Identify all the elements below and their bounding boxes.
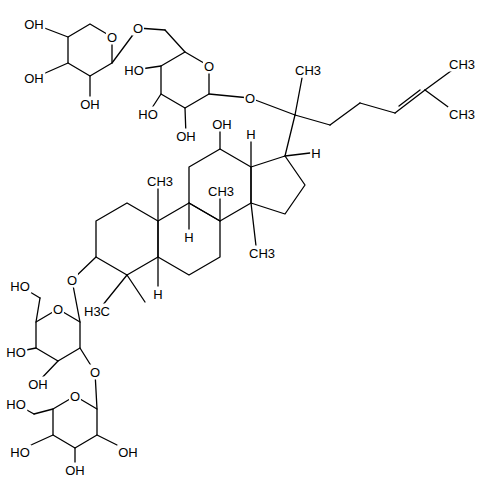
atom-label: CH3 <box>448 107 476 122</box>
atom-label: O <box>89 365 101 380</box>
atom-label: HO <box>9 279 31 294</box>
sugar-ring <box>36 309 80 361</box>
atom-label: O <box>203 59 215 74</box>
atom-label: CH3 <box>294 63 322 78</box>
atom-label: OH <box>64 462 86 477</box>
atom-label: O <box>244 91 256 106</box>
ring-d <box>251 156 305 214</box>
atom-label: OH <box>23 71 45 86</box>
atom-label: OH <box>27 377 49 392</box>
atom-label: HO <box>5 345 27 360</box>
atom-label: OH <box>117 445 139 460</box>
bond-lines <box>16 24 455 471</box>
ring-c <box>189 149 251 221</box>
atom-label: H <box>152 287 163 302</box>
atom-label: OH <box>211 117 233 132</box>
sugar-ring <box>53 396 97 448</box>
atom-label: OH <box>79 97 101 112</box>
atom-label: CH3 <box>146 174 174 189</box>
atom-label: CH3 <box>248 246 276 261</box>
atom-label: CH3 <box>448 57 476 72</box>
atom-label: O <box>52 302 64 317</box>
atom-label: OH <box>175 129 197 144</box>
atom-label: HO <box>9 445 31 460</box>
atom-label: O <box>69 389 81 404</box>
atom-label: HO <box>5 397 27 412</box>
atom-label: CH3 <box>207 184 235 199</box>
atom-label: O <box>106 30 118 45</box>
ring-b <box>158 203 220 275</box>
atom-label: O <box>66 273 78 288</box>
atom-label: HO <box>123 63 145 78</box>
atom-label: H3C <box>83 304 111 319</box>
atom-label: H <box>310 146 321 161</box>
atom-label: OH <box>23 17 45 32</box>
ring-a <box>96 203 158 275</box>
atom-label: H <box>183 230 194 245</box>
atom-label: O <box>132 21 144 36</box>
atom-label: H <box>245 127 256 142</box>
atom-label: HO <box>137 107 159 122</box>
sugar-ring <box>161 52 209 108</box>
